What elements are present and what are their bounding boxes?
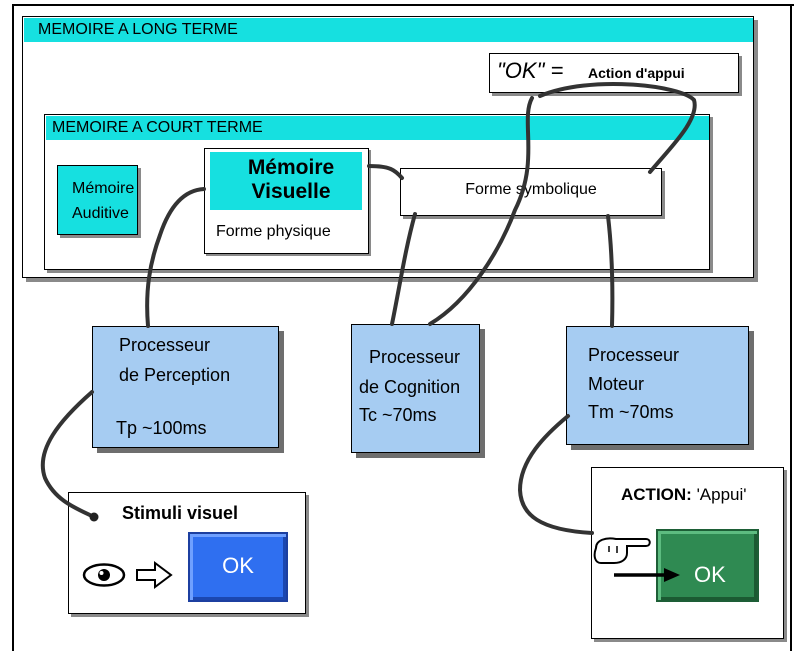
short-term-memory-title: MEMOIRE A COURT TERME	[52, 119, 263, 136]
connector-perception-to-visual-memory	[145, 187, 206, 328]
visual-stimulus-title: Stimuli visuel	[122, 503, 239, 523]
motor-processor-time: Tm ~70ms	[588, 402, 674, 422]
pointing-hand-icon	[593, 537, 651, 564]
stimulus-connector-dot	[89, 512, 99, 522]
ok-association-box	[489, 53, 739, 93]
eye-icon	[82, 563, 126, 587]
perception-processor-time: Tp ~100ms	[116, 418, 207, 438]
page-border-left	[12, 4, 14, 651]
connector-cognition-to-ok-association	[428, 96, 534, 326]
long-term-memory-title: MEMOIRE A LONG TERME	[38, 21, 238, 38]
connector-symbolic-to-cognition	[390, 212, 417, 326]
perception-processor	[92, 326, 279, 448]
symbolic-form-label: Forme symbolique	[465, 181, 597, 198]
cognition-processor-line2: de Cognition	[359, 377, 461, 397]
connector-visual-memory-to-symbolic	[367, 164, 404, 180]
connector-motor-to-action	[517, 414, 594, 535]
perception-processor-line1: Processeur	[119, 335, 211, 355]
visual-memory-highlight	[210, 152, 362, 210]
stimulus-ok-label: OK	[222, 553, 254, 578]
auditory-memory-line1: Mémoire	[72, 180, 135, 197]
connector-perception-to-stimulus	[40, 390, 94, 518]
visual-memory-line1: Mémoire	[247, 156, 335, 179]
short-term-memory-header	[46, 116, 709, 140]
physical-form-label: Forme physique	[216, 223, 331, 240]
ok-association-action: Action d'appui	[588, 65, 685, 81]
auditory-memory-label: Mémoire Auditive	[72, 176, 134, 226]
motor-processor	[566, 326, 749, 445]
action-ok-label: OK	[694, 562, 726, 587]
connector-ok-association-to-motor	[606, 214, 615, 328]
action-label-key: ACTION:	[621, 485, 692, 504]
arrow-right-icon	[614, 568, 680, 582]
long-term-memory-header	[24, 18, 753, 42]
auditory-memory-box	[57, 165, 138, 235]
ok-association-key: "OK" =	[497, 58, 564, 83]
motor-processor-line2: Moteur	[588, 374, 645, 394]
cognition-processor	[351, 324, 480, 453]
action-label: ACTION: 'Appui'	[621, 485, 747, 505]
cognition-processor-time: Tc ~70ms	[359, 405, 437, 425]
stimulus-ok-button	[188, 532, 288, 602]
cognition-processor-line1: Processeur	[369, 347, 461, 367]
visual-memory-label: Mémoire Visuelle	[226, 156, 356, 204]
motor-processor-line1: Processeur	[588, 345, 680, 365]
auditory-memory-line2: Auditive	[72, 205, 129, 222]
page-border-right	[790, 4, 792, 651]
action-ok-button	[656, 529, 759, 602]
page-border-top	[12, 4, 794, 6]
arrow-right-icon	[136, 561, 173, 589]
action-label-value: 'Appui'	[696, 485, 747, 504]
symbolic-form-box	[400, 168, 662, 216]
visual-memory-line2: Visuelle	[251, 180, 331, 203]
connector-ok-association-loop	[538, 82, 697, 174]
perception-processor-line2: de Perception	[119, 365, 231, 385]
